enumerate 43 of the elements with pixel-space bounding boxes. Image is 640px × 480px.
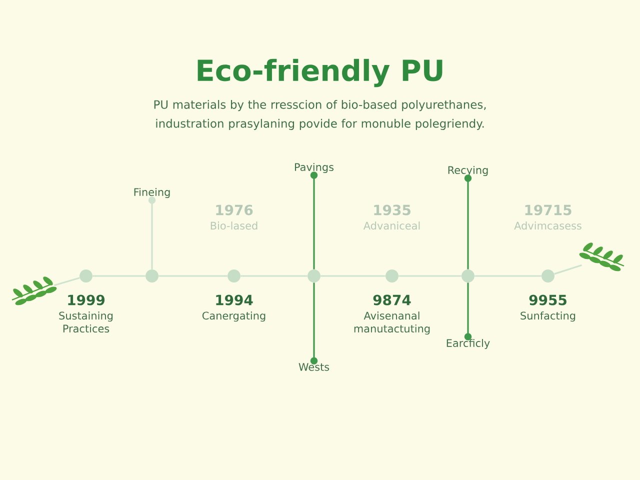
connector-line xyxy=(398,275,462,277)
stem-label: Fineing xyxy=(134,188,170,198)
year: 1994 xyxy=(216,294,253,306)
connector-line xyxy=(240,275,308,277)
connector-line xyxy=(92,275,146,277)
connector-line xyxy=(464,174,472,270)
milestone-text: Avisenanal manutactuting xyxy=(354,312,430,335)
connector-line xyxy=(464,282,472,340)
connector-line xyxy=(158,275,228,277)
leaf-drawing xyxy=(579,242,624,272)
year: 1976 xyxy=(216,204,253,216)
connector-line xyxy=(310,282,318,364)
timeline-dot xyxy=(80,270,92,282)
milestone-text: Sunfacting xyxy=(520,312,576,322)
milestone-text: Bio-lased xyxy=(210,222,258,230)
connector-line xyxy=(310,172,318,270)
timeline-dot xyxy=(462,270,474,282)
subtitle: PU materials by the rresscion of bio-based polyurethanes, industration prasylaning povide for monuble polegriendy. xyxy=(154,100,486,130)
milestone-text: Sustaining Practices xyxy=(59,312,113,333)
milestone-text: Advaniceal xyxy=(363,222,420,230)
year: 1999 xyxy=(68,294,105,306)
year: 19715 xyxy=(525,204,572,216)
timeline-dot xyxy=(308,270,320,282)
timeline-dot xyxy=(228,270,240,282)
timeline-dot xyxy=(386,270,398,282)
year: 9955 xyxy=(529,294,566,306)
stem-label: Recying xyxy=(448,166,488,176)
year: 1935 xyxy=(374,204,410,216)
milestone-text: Advimcasess xyxy=(514,222,582,230)
timeline-dot xyxy=(146,270,158,282)
title: Eco-friendly PU xyxy=(198,58,442,88)
connector-line xyxy=(320,275,386,277)
stem-label: Wests xyxy=(298,363,330,371)
year: 9874 xyxy=(373,294,411,306)
stem-label: Pavings xyxy=(295,162,334,174)
connector-line xyxy=(54,277,80,286)
stem-label: Earcficly xyxy=(446,338,490,350)
connector-line xyxy=(148,196,156,270)
leaf-drawing xyxy=(12,276,57,306)
connector-line xyxy=(554,264,582,275)
timeline-dot xyxy=(542,270,554,282)
connector-line xyxy=(474,275,542,277)
milestone-text: Canergating xyxy=(202,312,266,322)
